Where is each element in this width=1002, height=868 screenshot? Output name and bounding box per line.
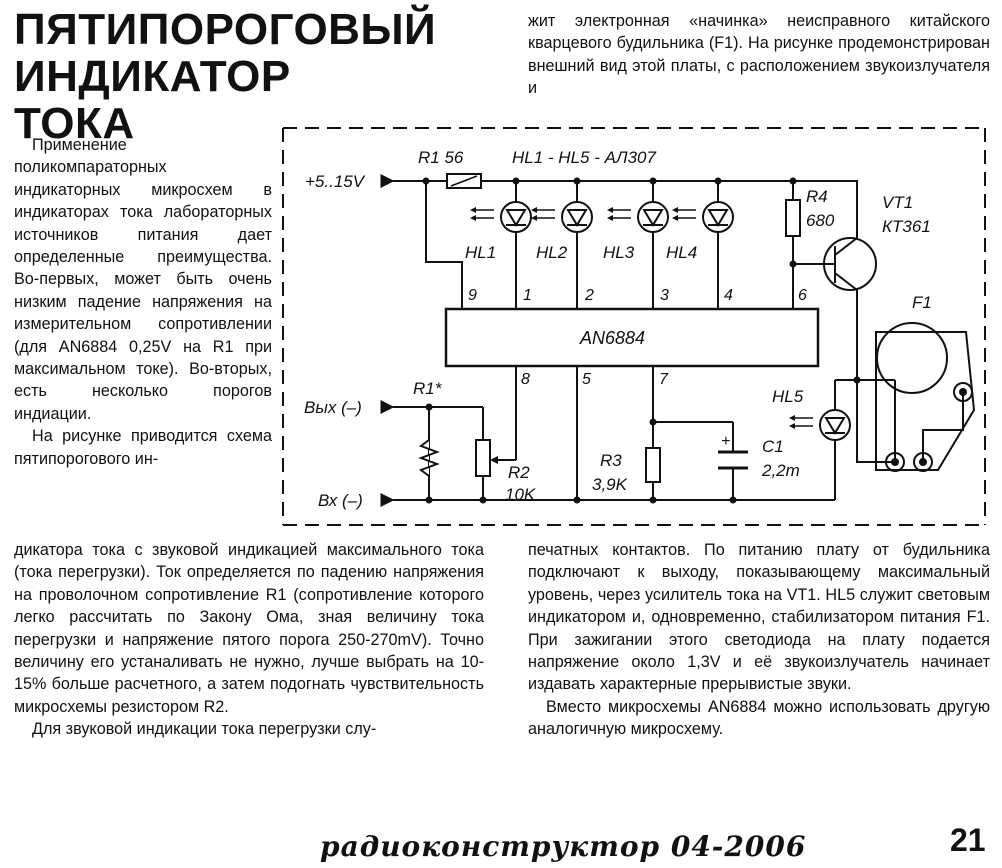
led-label-hl3: HL3 <box>603 243 635 262</box>
r2-value: 10K <box>505 485 536 504</box>
r1-top-label: R1 56 <box>418 148 464 167</box>
pin-9: 9 <box>468 287 477 304</box>
r1-shunt-resistor <box>418 439 440 477</box>
paragraph: Для звуковой индикации тока перегрузки с… <box>32 720 377 739</box>
r1-shunt-label: R1* <box>413 379 443 398</box>
junction-dots <box>422 177 861 504</box>
r2-potentiometer <box>475 439 491 477</box>
text-column-left-bottom: дикатора тока с звуковой индикацией макс… <box>14 539 484 741</box>
hl5-label: HL5 <box>772 387 804 406</box>
r3-value: 3,9K <box>592 475 628 494</box>
pin-7: 7 <box>659 371 669 388</box>
paragraph: Применение поликомпараторных индикаторны… <box>14 136 272 423</box>
title-line-1: ПЯТИПОРОГОВЫЙ <box>14 5 437 54</box>
c1-value: 2,2m <box>761 461 800 480</box>
input-label: Вх (–) <box>318 491 363 510</box>
f1-label: F1 <box>912 293 932 312</box>
paragraph: печатных контактов. По питанию плату от … <box>528 541 990 694</box>
pin-1: 1 <box>523 287 532 304</box>
title-line-2: ИНДИКАТОР ТОКА <box>14 52 291 148</box>
r4-label: R4 <box>806 187 828 206</box>
article-title: ПЯТИПОРОГОВЫЙ ИНДИКАТОР ТОКА <box>14 5 437 148</box>
led-hl3 <box>606 201 669 233</box>
led-hl4 <box>671 201 734 233</box>
pin-2: 2 <box>584 287 594 304</box>
r3-resistor <box>645 447 661 483</box>
text-column-right-bottom: печатных контактов. По питанию плату от … <box>528 539 990 741</box>
pin-8: 8 <box>521 371 530 388</box>
paragraph: На рисунке приводится схема пятипорогово… <box>14 427 272 468</box>
output-label: Вых (–) <box>304 398 362 417</box>
f1-board <box>875 322 976 472</box>
pin-3: 3 <box>660 287 669 304</box>
vt1-transistor <box>823 237 877 291</box>
text-column-top-right: жит электронная «начинка» неисправного к… <box>528 10 990 100</box>
c1-label: C1 <box>762 437 784 456</box>
pin-6: 6 <box>798 287 807 304</box>
paragraph: дикатора тока с звуковой индикацией макс… <box>14 541 484 716</box>
pin-4: 4 <box>724 287 733 304</box>
ic-label: AN6884 <box>579 328 645 348</box>
magazine-footer: радиоконструктор 04-2006 <box>320 830 807 863</box>
page-number: 21 <box>950 822 986 858</box>
supply-label: +5..15V <box>305 172 366 191</box>
led-label-hl1: HL1 <box>465 243 496 262</box>
led-label-hl4: HL4 <box>666 243 697 262</box>
paragraph: Вместо микросхемы AN6884 можно использов… <box>528 697 990 739</box>
ic-an6884 <box>444 307 820 368</box>
pin-5: 5 <box>582 371 591 388</box>
r3-label: R3 <box>600 451 622 470</box>
schematic-frame <box>282 127 986 526</box>
led-hl2 <box>530 201 593 233</box>
led-label-hl2: HL2 <box>536 243 568 262</box>
led-hl1 <box>469 201 532 233</box>
r2-label: R2 <box>508 463 530 482</box>
r4-value: 680 <box>806 211 835 230</box>
led-hl5 <box>788 409 851 441</box>
r4-resistor <box>785 199 801 237</box>
c1-plus: + <box>721 433 730 450</box>
paragraph: жит электронная «начинка» неисправного к… <box>528 12 990 98</box>
vt1-label: VT1 <box>882 193 913 212</box>
vt1-type: КТ361 <box>882 217 931 236</box>
led-group-label: HL1 - HL5 - АЛ307 <box>512 148 656 167</box>
text-column-left-narrow: Применение поликомпараторных индикаторны… <box>14 134 272 470</box>
